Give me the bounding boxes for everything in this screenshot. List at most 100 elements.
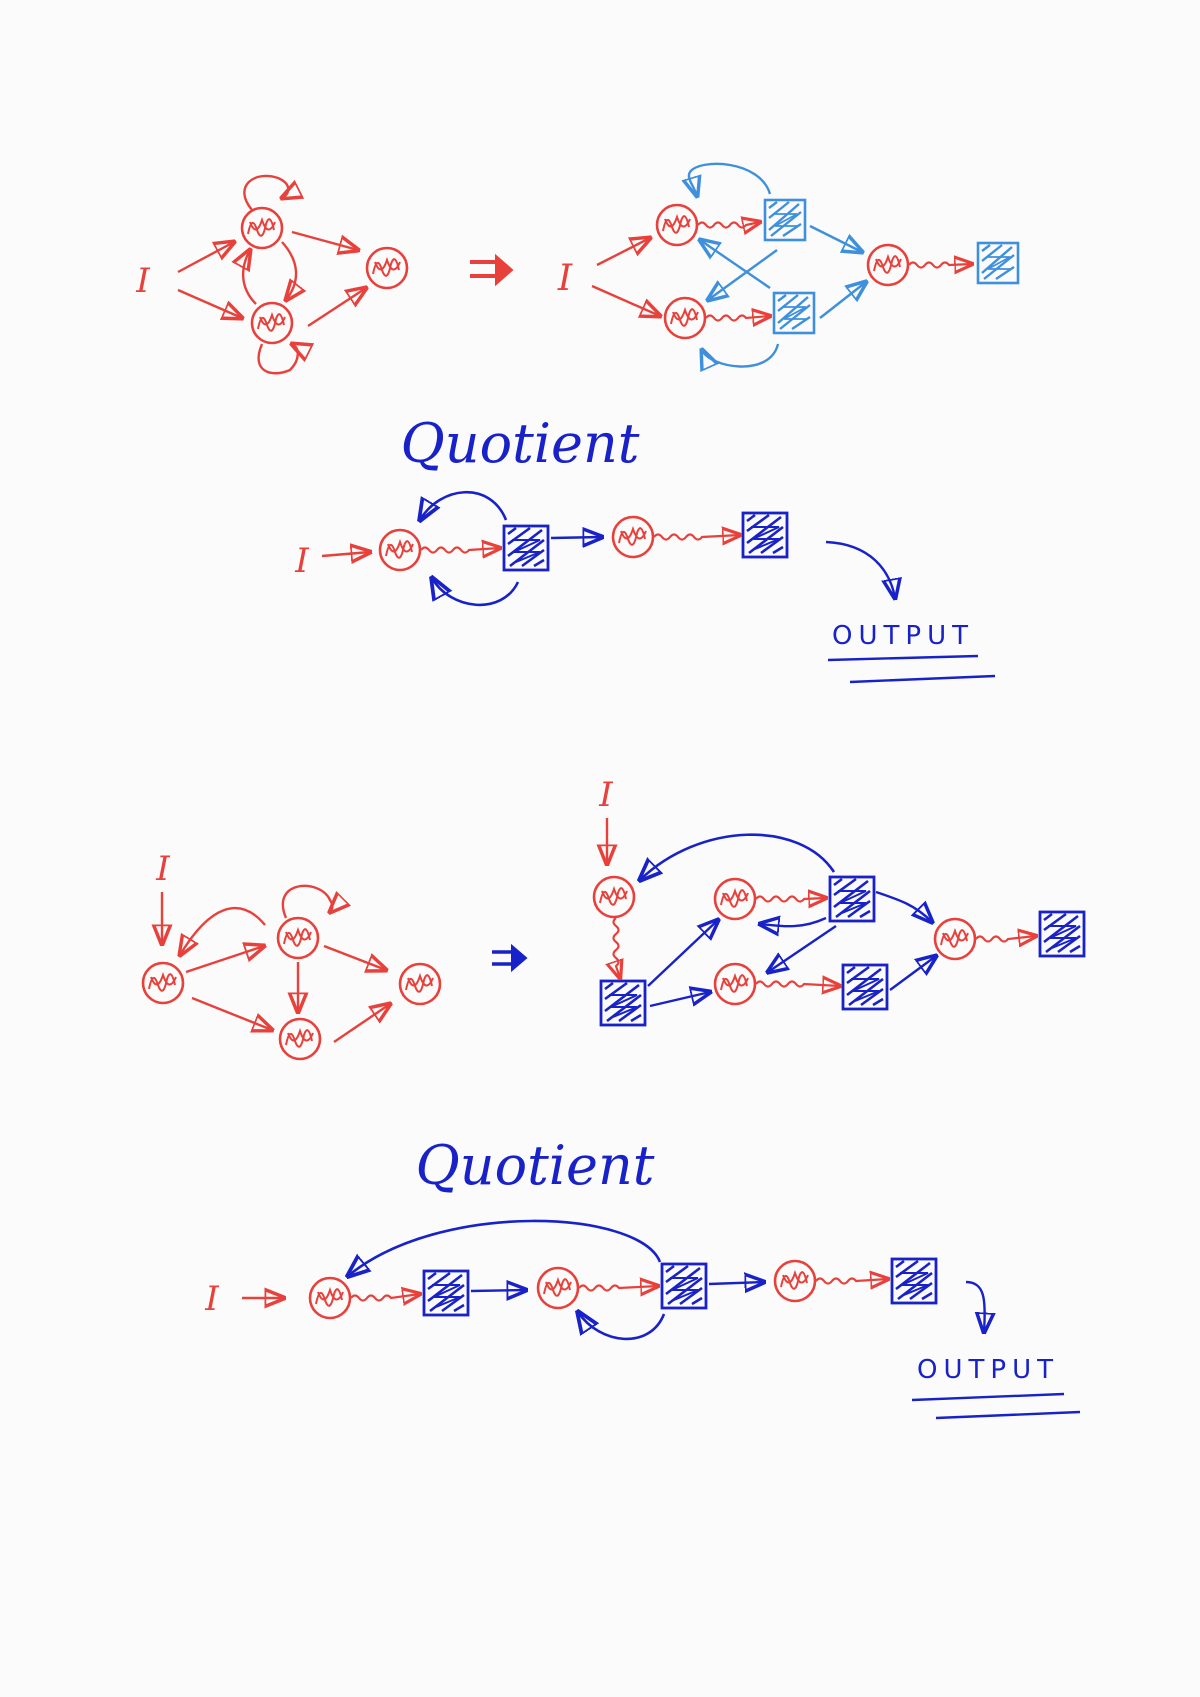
edge [177, 288, 242, 318]
edge [819, 282, 866, 319]
wavy-edge [578, 1286, 658, 1291]
edge [470, 1290, 526, 1291]
edge [700, 240, 771, 289]
section1-original-graph: I [135, 174, 409, 375]
wavy-edge [815, 1279, 888, 1284]
block-node [422, 1269, 470, 1317]
section2-expanded-graph: I [592, 775, 1086, 1027]
output-underline [849, 674, 996, 684]
transform-arrow-icon [492, 943, 528, 973]
state-node [773, 1259, 817, 1303]
input-label: I [557, 258, 573, 299]
edge [291, 230, 358, 250]
edge [596, 238, 650, 267]
state-node [398, 962, 442, 1006]
quotient-title: Quotient [416, 1134, 655, 1197]
edge [333, 1004, 390, 1043]
block-node [660, 1262, 708, 1310]
wavy-edge [908, 263, 972, 268]
edge [243, 250, 257, 305]
output-underline [911, 1392, 1065, 1402]
edge [191, 996, 272, 1030]
edge [578, 1312, 666, 1341]
state-node [536, 1266, 580, 1310]
wavy-edge [755, 982, 840, 987]
section1-expanded-graph: I [557, 162, 1020, 367]
block-node [599, 979, 647, 1027]
wavy-edge [975, 936, 1036, 942]
edge [420, 490, 508, 520]
wavy-edge [420, 548, 500, 553]
state-node [378, 528, 422, 572]
edge [708, 249, 778, 300]
wavy-edge [697, 222, 760, 228]
self-loop [257, 344, 298, 375]
output-label: OUTPUT [917, 1355, 1059, 1385]
output-label: OUTPUT [832, 621, 974, 651]
section1-quotient: Quotient I OUTPUT [294, 412, 996, 684]
state-node [250, 301, 294, 345]
input-label: I [135, 261, 150, 301]
section2-original-graph: I [141, 849, 442, 1061]
wavy-edge [614, 917, 621, 978]
self-loop [243, 174, 288, 211]
state-node [663, 296, 707, 340]
output-underline [935, 1410, 1081, 1420]
block-node [976, 241, 1020, 285]
state-node [592, 875, 636, 919]
state-node [278, 1017, 322, 1061]
edge [768, 925, 837, 972]
state-node [141, 961, 185, 1005]
section2-quotient: Quotient I OUTPUT [204, 1134, 1081, 1420]
quotient-title: Quotient [401, 412, 640, 475]
state-node [933, 917, 977, 961]
edge [649, 992, 710, 1008]
block-node [890, 1257, 938, 1305]
block-node [1038, 910, 1086, 958]
block-node [828, 875, 876, 923]
edge [348, 1219, 662, 1276]
edge [702, 343, 780, 367]
edge [809, 224, 862, 252]
edge [432, 578, 520, 607]
state-node [240, 206, 284, 250]
state-node [655, 203, 699, 247]
edge [760, 918, 827, 926]
output-edge [965, 1280, 985, 1332]
edge [647, 920, 718, 987]
state-node [611, 515, 655, 559]
edge [185, 946, 264, 974]
input-label: I [204, 1279, 219, 1319]
wavy-edge [350, 1294, 420, 1301]
edge [591, 284, 660, 316]
output-underline [827, 654, 979, 662]
state-node [308, 1276, 352, 1320]
edge [307, 288, 366, 328]
edge [550, 537, 602, 538]
wavy-edge [705, 316, 770, 321]
state-node [713, 877, 757, 921]
block-node [772, 291, 816, 335]
state-node [365, 246, 409, 290]
block-node [741, 511, 789, 559]
state-node [866, 243, 910, 287]
self-loop [281, 884, 332, 919]
state-node [713, 962, 757, 1006]
edge [281, 241, 296, 300]
edge [889, 956, 936, 991]
wavy-edge [755, 897, 826, 902]
output-edge [825, 540, 895, 598]
input-label: I [598, 775, 613, 815]
edge [321, 552, 370, 556]
input-label: I [294, 541, 309, 581]
edge [708, 1282, 764, 1284]
wavy-edge [653, 535, 740, 540]
edge [689, 162, 772, 196]
block-node [502, 524, 550, 572]
input-label: I [155, 849, 170, 889]
edge [177, 242, 234, 274]
block-node [841, 963, 889, 1011]
edge [323, 944, 386, 970]
edge [180, 907, 266, 955]
state-node [276, 916, 320, 960]
